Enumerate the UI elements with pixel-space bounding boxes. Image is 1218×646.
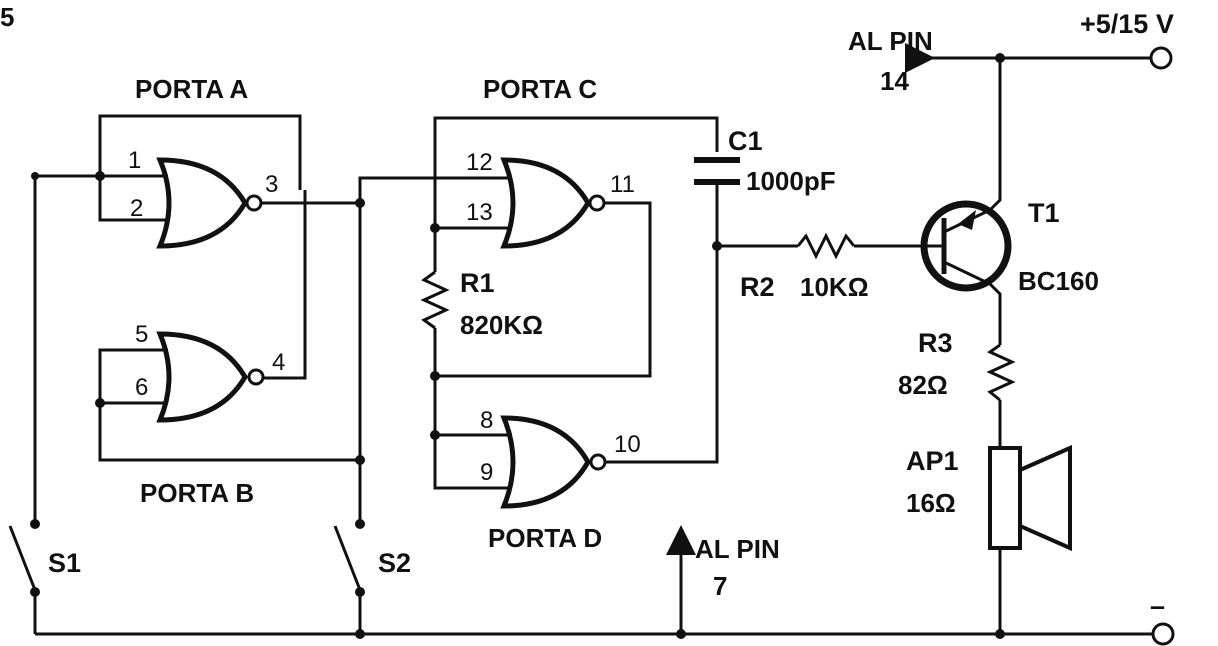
resistor-r3: R3 82Ω: [898, 328, 1016, 448]
porta-b-pin-5: 5: [135, 321, 148, 348]
pin7-connection: AL PIN 7: [666, 525, 780, 639]
porta-c-label: PORTA C: [483, 74, 597, 104]
porta-c-gate: PORTA C 12 13 11: [358, 74, 719, 381]
positive-supply-label: +5/15 V: [1080, 9, 1174, 39]
transistor-t1: T1 BC160: [920, 58, 1099, 345]
positive-supply: +5/15 V AL PIN 14: [848, 9, 1174, 96]
r2-name: R2: [740, 272, 775, 302]
ap1-value: 16Ω: [906, 488, 956, 518]
figure-index: 5: [0, 2, 14, 32]
pin14-number: 14: [880, 66, 909, 96]
capacitor-c1: C1 1000pF: [694, 126, 836, 251]
r1-value: 820KΩ: [460, 310, 543, 340]
t1-name: T1: [1028, 198, 1060, 228]
porta-c-pin-13: 13: [466, 199, 493, 226]
r2-value: 10KΩ: [800, 272, 869, 302]
porta-b-pin-6: 6: [135, 374, 148, 401]
porta-b-gate: PORTA B 5 6 4: [95, 190, 365, 508]
switch-s2: S2: [333, 200, 411, 639]
r3-name: R3: [918, 328, 953, 358]
resistor-r1: R1 820KΩ: [420, 228, 543, 435]
resistor-r2: R2 10KΩ: [717, 232, 944, 302]
s1-label: S1: [48, 548, 81, 578]
speaker-ap1: AP1 16Ω: [906, 444, 1072, 639]
switch-s1: S1: [8, 176, 81, 634]
porta-a-label: PORTA A: [135, 74, 248, 104]
porta-c-pin-12: 12: [466, 149, 493, 176]
negative-supply-label: –: [1150, 591, 1165, 621]
porta-d-gate: PORTA D 8 9 10: [430, 246, 719, 553]
porta-b-pin-4: 4: [272, 349, 285, 376]
ap1-name: AP1: [906, 446, 959, 476]
ground-rail: –: [35, 591, 1175, 646]
positive-terminal: [1149, 46, 1173, 70]
porta-d-label: PORTA D: [488, 523, 602, 553]
s2-label: S2: [378, 548, 411, 578]
r1-name: R1: [460, 268, 495, 298]
porta-d-pin-10: 10: [614, 431, 641, 458]
porta-a-pin-2: 2: [130, 195, 143, 222]
porta-b-label: PORTA B: [140, 478, 254, 508]
t1-model: BC160: [1018, 266, 1099, 296]
pin7-number: 7: [713, 571, 727, 601]
porta-a-gate: PORTA A 1 2 3: [31, 74, 365, 249]
porta-c-pin-11: 11: [610, 171, 635, 198]
porta-d-pin-9: 9: [480, 459, 493, 486]
porta-d-pin-8: 8: [480, 407, 493, 434]
c1-value: 1000pF: [746, 166, 836, 196]
c1-name: C1: [728, 126, 763, 156]
porta-a-pin-3: 3: [265, 171, 278, 198]
r3-value: 82Ω: [898, 370, 948, 400]
ground-terminal: [1151, 622, 1175, 646]
pin7-text: AL PIN: [695, 534, 780, 564]
porta-a-pin-1: 1: [128, 147, 141, 174]
pin14-text: AL PIN: [848, 26, 933, 56]
